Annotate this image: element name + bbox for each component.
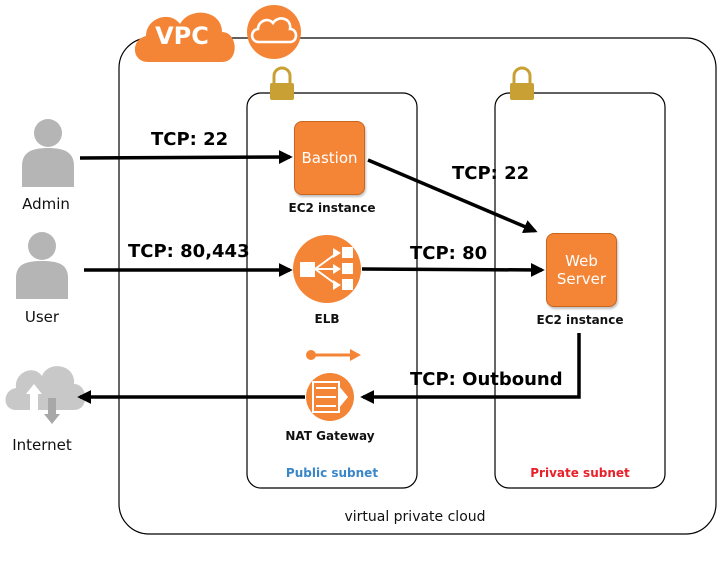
public-subnet-lock-icon <box>270 66 294 100</box>
vpc-label: virtual private cloud <box>344 509 486 525</box>
cloud-circle-icon <box>247 5 301 59</box>
connection-elb-web-label: TCP: 80 <box>410 243 488 264</box>
web-server-instance[interactable]: Web Server <box>546 233 617 307</box>
private-subnet-lock-icon <box>510 66 534 100</box>
admin-person-icon <box>22 119 74 187</box>
connection-bastion-web-label: TCP: 22 <box>452 163 530 184</box>
internet-label: Internet <box>12 436 72 454</box>
connection-outbound-label: TCP: Outbound <box>410 369 563 390</box>
public-subnet-box <box>246 92 418 489</box>
vpc-container <box>118 37 717 535</box>
arrow-elb-to-web <box>361 262 545 277</box>
connection-admin-bastion-label: TCP: 22 <box>151 129 229 150</box>
elb-icon <box>293 235 361 303</box>
private-subnet-label: Private subnet <box>530 466 630 480</box>
bastion-label: Bastion <box>301 149 358 167</box>
admin-label: Admin <box>22 195 70 213</box>
arrow-bastion-to-web <box>367 158 538 234</box>
user-label: User <box>24 308 60 326</box>
internet-cloud-icon <box>5 366 86 424</box>
nat-gateway-icon <box>306 373 354 421</box>
elb-caption: ELB <box>314 312 340 326</box>
web-server-label-line1: Web <box>565 252 598 270</box>
bastion-caption: EC2 instance <box>288 201 376 215</box>
bastion-instance[interactable]: Bastion <box>294 121 365 195</box>
arrow-web-to-nat <box>360 333 581 404</box>
web-server-label-line2: Server <box>556 270 607 288</box>
connection-user-elb-label: TCP: 80,443 <box>128 241 250 262</box>
vpc-badge-cloud <box>134 12 235 62</box>
private-subnet-box <box>494 92 666 489</box>
user-person-icon <box>16 232 68 299</box>
vpc-badge-label: VPC <box>155 22 209 50</box>
nat-gateway-caption: NAT Gateway <box>285 429 375 443</box>
arrow-admin-to-bastion <box>79 150 293 165</box>
web-server-caption: EC2 instance <box>536 313 624 327</box>
public-subnet-label: Public subnet <box>285 466 379 480</box>
nat-direction-icon <box>306 349 361 361</box>
